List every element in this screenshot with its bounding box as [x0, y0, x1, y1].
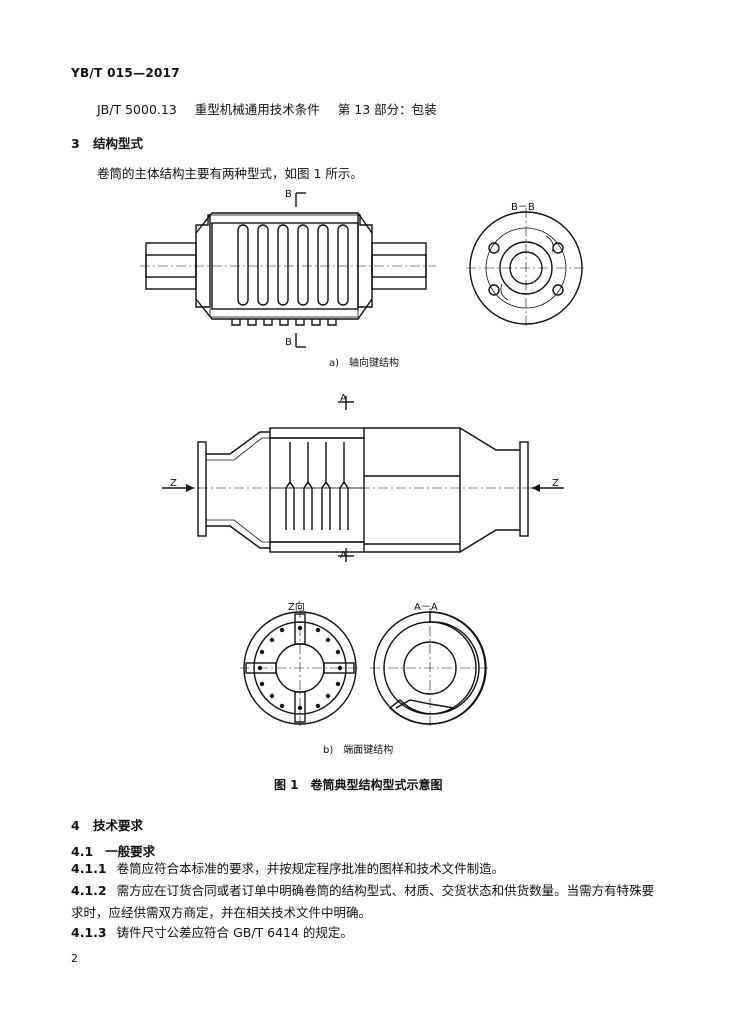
figure-a-caption: a) 轴向键结构 [329, 358, 400, 369]
view-mark-z-left: Z [170, 478, 177, 489]
figure-title: 图 1 卷筒典型结构型式示意图 [274, 778, 443, 792]
reference-part: 第 13 部分：包装 [337, 102, 437, 117]
subsection-title: 一般要求 [105, 844, 156, 859]
section-mark-a-top: A [340, 393, 347, 404]
clause-number: 4.1.1 [71, 861, 107, 876]
section-number: 3 [71, 136, 80, 151]
subsection-number: 4.1 [71, 844, 94, 859]
figure-b-caption: b) 端面键结构 [323, 745, 394, 756]
section-3-text: 卷筒的主体结构主要有两种型式，如图 1 所示。 [97, 166, 363, 181]
drum-axial-key-section-drawing [140, 192, 436, 348]
drum-b-b-section-view [466, 208, 586, 328]
section-mark-b-bottom: B [285, 337, 292, 348]
clause-number: 4.1.3 [71, 925, 107, 940]
drum-end-face-key-drawing [162, 396, 564, 562]
section-title: 技术要求 [93, 818, 144, 833]
reference-title: 重型机械通用技术条件 [194, 102, 320, 117]
drum-z-end-view [240, 608, 360, 728]
normative-reference: JB/T 5000.13 重型机械通用技术条件 第 13 部分：包装 [97, 99, 451, 118]
section-view-label-b: B－B [511, 202, 535, 213]
page-number: 2 [71, 952, 78, 965]
document-code: YB/T 015—2017 [71, 66, 180, 80]
section-mark-b-top: B [285, 189, 292, 200]
reference-code: JB/T 5000.13 [97, 102, 177, 117]
section-4-heading: 4 技术要求 [71, 815, 143, 834]
clause-text: 需方应在订货合同或者订单中明确卷筒的结构型式、材质、交货状态和供货数量。当需方有… [71, 883, 655, 920]
section-3-heading: 3 结构型式 [71, 133, 143, 152]
clause-number: 4.1.2 [71, 883, 107, 898]
section-title: 结构型式 [93, 136, 144, 151]
view-mark-z-right: Z [552, 478, 559, 489]
clause-text: 卷筒应符合本标准的要求，并按规定程序批准的图样和技术文件制造。 [116, 861, 505, 876]
end-view-label-z: Z向 [288, 602, 305, 613]
section-number: 4 [71, 818, 80, 833]
clause-4-1-3: 4.1.3 铸件尺寸公差应符合 GB/T 6414 的规定。 [71, 922, 665, 944]
section-view-label-a: A－A [414, 602, 438, 613]
subsection-4-1-heading: 4.1 一般要求 [71, 841, 155, 860]
section-mark-a-bottom: A [340, 550, 347, 561]
clause-4-1-1: 4.1.1 卷筒应符合本标准的要求，并按规定程序批准的图样和技术文件制造。 [71, 858, 665, 880]
clause-text: 铸件尺寸公差应符合 GB/T 6414 的规定。 [116, 925, 353, 940]
drum-a-a-section-view [370, 608, 490, 728]
